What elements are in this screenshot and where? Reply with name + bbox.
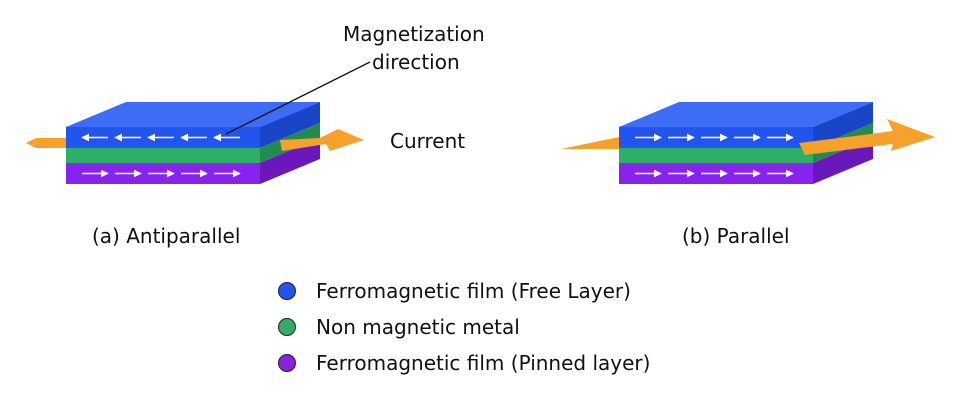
magnetization-label-line2: direction xyxy=(372,50,460,74)
free-layer-top-face xyxy=(66,102,320,127)
current-arrow-head xyxy=(799,119,935,155)
caption-parallel: (b) Parallel xyxy=(682,224,790,248)
legend-item-free-layer: Ferromagnetic film (Free Layer) xyxy=(278,276,631,306)
free-layer-side-face xyxy=(813,102,873,148)
current-label: Current xyxy=(390,129,466,153)
pinned-layer-side-face xyxy=(260,138,320,184)
legend-swatch-blue-icon xyxy=(278,282,296,300)
antiparallel-stack xyxy=(26,102,364,184)
pinned-layer-side-face xyxy=(813,138,873,184)
magnetization-label-line1: Magnetization xyxy=(343,22,485,46)
legend-label: Ferromagnetic film (Free Layer) xyxy=(316,279,631,303)
current-arrow-head xyxy=(280,129,364,151)
legend-label: Ferromagnetic film (Pinned layer) xyxy=(316,351,651,375)
caption-antiparallel: (a) Antiparallel xyxy=(92,224,241,248)
nonmagnetic-layer-front-face xyxy=(619,148,813,163)
magnetization-leader-line xyxy=(225,61,371,135)
free-layer-side-face xyxy=(260,102,320,148)
free-layer-top-face xyxy=(619,102,873,127)
legend-item-nonmagnetic: Non magnetic metal xyxy=(278,312,520,342)
parallel-stack xyxy=(561,102,935,184)
legend-item-pinned-layer: Ferromagnetic film (Pinned layer) xyxy=(278,348,650,378)
legend-swatch-green-icon xyxy=(278,318,296,336)
legend-swatch-purple-icon xyxy=(278,354,296,372)
legend-label: Non magnetic metal xyxy=(316,315,520,339)
nonmagnetic-layer-front-face xyxy=(66,148,260,163)
